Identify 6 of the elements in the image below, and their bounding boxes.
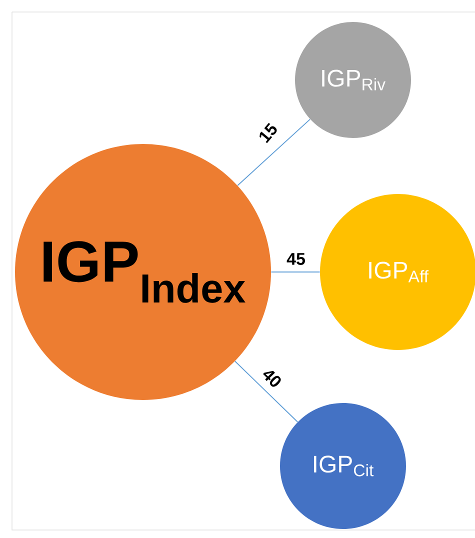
connector-line [237, 118, 310, 186]
edge-label: 45 [286, 252, 306, 266]
circle-node: IGP$_{Riv}$ [295, 22, 411, 138]
edge-label: 15 [256, 120, 280, 146]
connector-line [234, 360, 298, 422]
circle-node: IGP$_{Cit}$ [280, 403, 406, 529]
